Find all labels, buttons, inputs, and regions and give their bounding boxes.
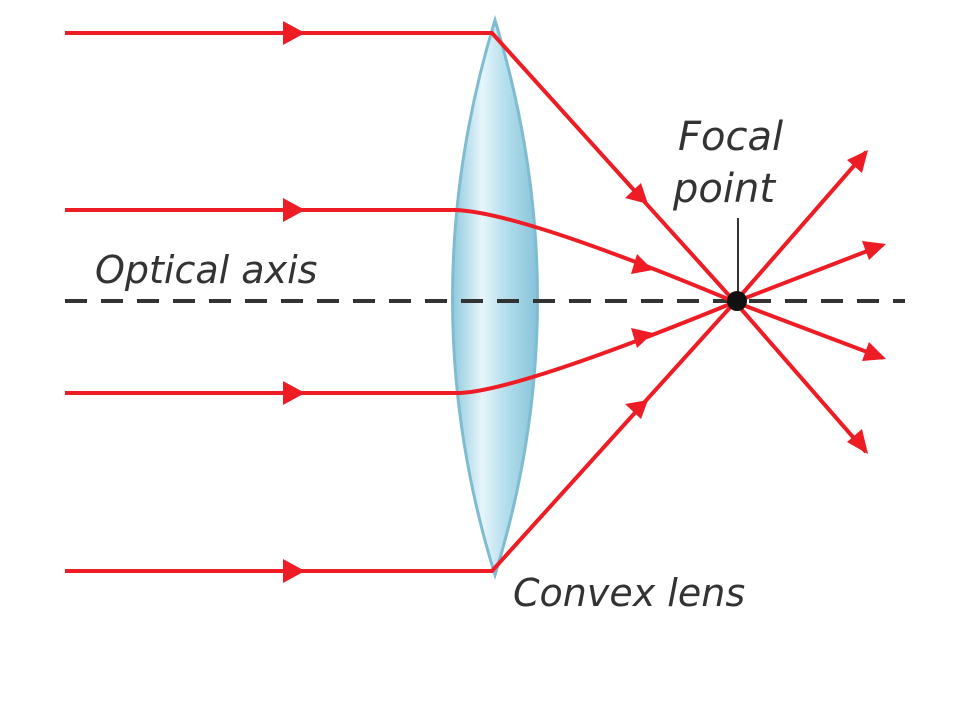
focal-point-label-line1: Focal (678, 114, 783, 160)
arrow-3-conv (631, 328, 653, 348)
arrow-2-in (283, 198, 305, 222)
arrow-1-conv (625, 183, 648, 204)
arrow-4-conv (625, 400, 648, 419)
convex-lens (451, 14, 539, 581)
convex-lens-label: Convex lens (513, 571, 745, 615)
arrow-1-in (283, 21, 305, 45)
ray-4 (65, 300, 868, 573)
arrow-1-out (847, 150, 868, 173)
arrow-3-in (283, 381, 305, 405)
arrow-2-out (862, 241, 886, 260)
arrow-4-out (847, 429, 868, 454)
arrow-3-out (862, 342, 886, 361)
focal-point-dot (727, 291, 747, 311)
arrow-4-in (283, 559, 305, 583)
arrow-2-conv (631, 254, 653, 274)
focal-point-label-line2: point (672, 166, 776, 212)
ray-3 (65, 300, 884, 395)
ray-1 (65, 31, 868, 304)
ray-2 (65, 208, 884, 304)
ray-arrowheads (283, 21, 886, 583)
optical-axis-label: Optical axis (95, 248, 317, 292)
